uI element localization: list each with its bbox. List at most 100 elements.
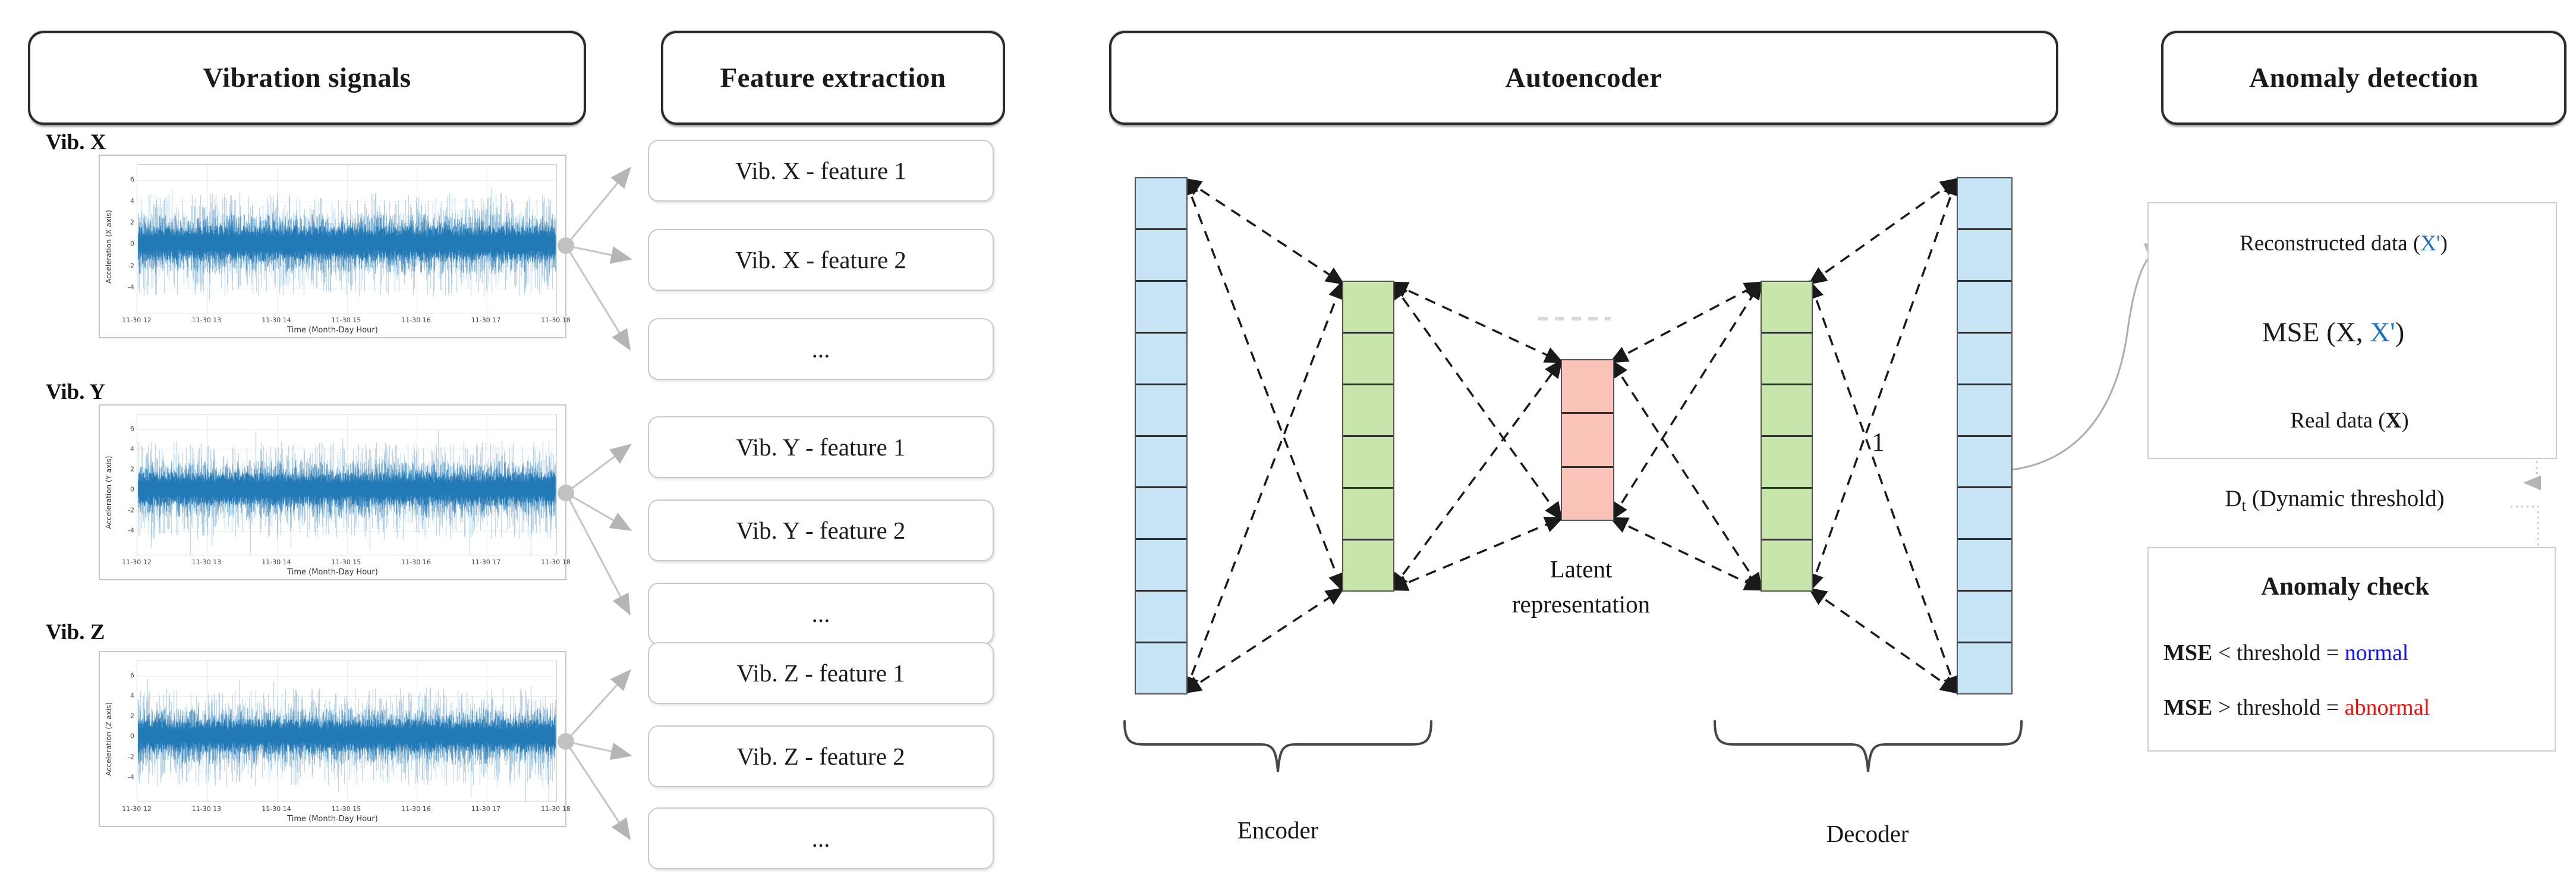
input-cell xyxy=(1136,486,1186,539)
input-cell xyxy=(1136,538,1186,590)
output-cell xyxy=(1958,279,2011,332)
x-tick-label: 11-30 12 xyxy=(122,316,152,324)
x-tick-label: 11-30 16 xyxy=(401,558,431,566)
output-cell xyxy=(1958,486,2011,539)
layer-hidden-decoder xyxy=(1761,281,1813,592)
feature-box-x2: Vib. X - feature 2 xyxy=(648,229,994,291)
output-cell xyxy=(1958,642,2011,694)
y-tick-label: -4 xyxy=(128,283,134,291)
header-autoencoder: Autoencoder xyxy=(1109,31,2058,125)
fan-lines-vib-z xyxy=(565,669,632,841)
feature-box-x2-label: Vib. X - feature 2 xyxy=(735,246,906,274)
vibration-signal-canvas xyxy=(137,165,556,313)
header-autoencoder-label: Autoencoder xyxy=(1505,62,1662,93)
autoencoder-connections xyxy=(1182,177,1960,695)
latent-representation-label: Latent representation xyxy=(1492,552,1670,623)
reconstructed-data-label: Reconstructed data (X') xyxy=(2147,231,2540,256)
real-data-label: Real data (X) xyxy=(2147,408,2552,433)
input-cell xyxy=(1136,178,1186,228)
vib-z-label: Vib. Z xyxy=(46,620,105,645)
vib-z-xlabel: Time (Month-Day Hour) xyxy=(287,815,378,824)
hidden-decoder-cell xyxy=(1762,332,1812,384)
hidden-encoder-cell xyxy=(1343,332,1393,384)
y-tick-label: -4 xyxy=(128,526,134,535)
hidden-decoder-cell xyxy=(1762,282,1812,332)
rule-normal: MSE < threshold = normal xyxy=(2164,640,2408,666)
hidden-decoder-cell xyxy=(1762,539,1812,590)
dynamic-threshold-label: Dt (Dynamic threshold) xyxy=(2147,485,2522,515)
feature-box-z1-label: Vib. Z - feature 1 xyxy=(736,659,905,687)
rule-normal-op: < threshold = xyxy=(2212,640,2345,665)
x-tick-label: 11-30 17 xyxy=(471,805,501,813)
hidden-decoder-cell xyxy=(1762,435,1812,487)
mse-label: MSE (X, X') xyxy=(2147,316,2519,348)
dt-symbol: D xyxy=(2225,486,2242,511)
hidden-encoder-cell xyxy=(1343,435,1393,487)
feature-box-x1-label: Vib. X - feature 1 xyxy=(735,157,906,184)
vibration-signal-canvas xyxy=(137,661,556,802)
header-feature-extraction: Feature extraction xyxy=(661,31,1005,125)
y-tick-label: 2 xyxy=(130,465,134,473)
feature-box-y2: Vib. Y - feature 2 xyxy=(648,499,994,561)
header-feature-extraction-label: Feature extraction xyxy=(720,62,946,93)
hidden-encoder-cell xyxy=(1343,487,1393,539)
x-tick-label: 11-30 12 xyxy=(122,805,152,813)
vib-z-plot: Acceleration (Z axis) Time (Month-Day Ho… xyxy=(99,651,571,827)
x-tick-label: 11-30 17 xyxy=(471,558,501,566)
x-tick-label: 11-30 14 xyxy=(262,805,291,813)
vib-y-xlabel: Time (Month-Day Hour) xyxy=(287,568,378,577)
hidden-decoder-cell xyxy=(1762,487,1812,539)
feature-box-z-more-label: ... xyxy=(811,825,830,852)
x-tick-label: 11-30 16 xyxy=(401,805,431,813)
output-cell xyxy=(1958,228,2011,280)
dt-subscript: t xyxy=(2241,496,2247,514)
y-tick-label: -2 xyxy=(128,753,134,761)
y-tick-label: 6 xyxy=(130,671,134,680)
real-data-suffix: ) xyxy=(2401,408,2409,433)
x-tick-label: 11-30 15 xyxy=(331,805,361,813)
vib-z-ylabel: Acceleration (Z axis) xyxy=(105,702,113,776)
vib-y-plot: Acceleration (Y axis) Time (Month-Day Ho… xyxy=(99,404,571,580)
hidden-encoder-cell xyxy=(1343,282,1393,332)
output-cell xyxy=(1958,590,2011,642)
reconstructed-suffix: ) xyxy=(2440,231,2448,256)
braces xyxy=(1123,720,2023,772)
fan-lines-vib-y xyxy=(565,444,632,616)
latent-cell xyxy=(1562,360,1613,413)
y-tick-label: 0 xyxy=(130,485,134,494)
output-to-reconstructed-arrow xyxy=(2011,243,2167,471)
latent-cell xyxy=(1562,466,1613,520)
y-tick-label: 4 xyxy=(130,445,134,453)
output-cell xyxy=(1958,331,2011,384)
vib-y-ylabel: Acceleration (Y axis) xyxy=(105,455,113,529)
feature-box-x-more-label: ... xyxy=(811,335,830,363)
stray-number-label: 1 xyxy=(1872,428,1885,457)
feature-box-z2-label: Vib. Z - feature 2 xyxy=(736,743,905,770)
vib-x-ylabel: Acceleration (X axis) xyxy=(105,209,113,284)
x-tick-label: 11-30 12 xyxy=(122,558,152,566)
x-tick-label: 11-30 17 xyxy=(471,316,501,324)
mse-suffix: ) xyxy=(2395,317,2405,348)
output-cell xyxy=(1958,178,2011,228)
vib-y-output-node xyxy=(558,485,574,501)
layer-hidden-encoder xyxy=(1342,281,1394,592)
rule-abnormal-result: abnormal xyxy=(2344,695,2430,720)
feature-box-x1: Vib. X - feature 1 xyxy=(648,140,994,202)
vib-y-label: Vib. Y xyxy=(46,380,106,404)
rule-normal-result: normal xyxy=(2344,640,2409,665)
feature-box-y2-label: Vib. Y - feature 2 xyxy=(736,517,906,544)
real-data-x: X xyxy=(2385,408,2402,433)
y-tick-label: 6 xyxy=(130,425,134,433)
hidden-decoder-cell xyxy=(1762,384,1812,435)
rule-abnormal: MSE > threshold = abnormal xyxy=(2164,694,2430,721)
input-cell xyxy=(1136,590,1186,642)
fan-lines-vib-x xyxy=(565,166,632,351)
layer-input xyxy=(1135,177,1188,694)
output-cell xyxy=(1958,383,2011,435)
y-tick-label: 6 xyxy=(130,175,134,184)
vib-z-axes xyxy=(137,661,557,802)
header-anomaly-detection-label: Anomaly detection xyxy=(2249,62,2479,93)
output-cell xyxy=(1958,435,2011,487)
rule-normal-mse: MSE xyxy=(2164,640,2213,665)
y-tick-label: -2 xyxy=(128,506,134,514)
